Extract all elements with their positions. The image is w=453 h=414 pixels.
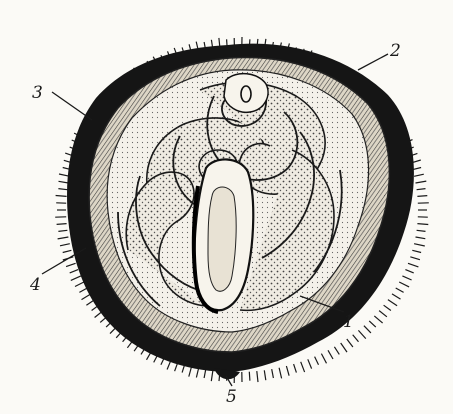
hair-stroke: [417, 189, 426, 190]
hair-stroke: [60, 244, 70, 246]
hair-stroke: [341, 343, 347, 352]
hair-stroke: [388, 300, 397, 306]
hair-stroke: [347, 339, 353, 347]
hair-stroke: [334, 347, 339, 355]
hair-stroke: [57, 224, 67, 225]
hair-stroke: [75, 282, 84, 287]
hair-stroke: [399, 282, 409, 287]
label-5: 5: [226, 387, 237, 407]
hair-stroke: [364, 326, 371, 333]
label-4: 4: [29, 275, 41, 295]
hair-stroke: [358, 330, 365, 338]
hair-stroke: [405, 270, 413, 273]
hair-stroke: [59, 181, 69, 183]
hair-stroke: [79, 288, 87, 292]
hair-stroke: [408, 263, 418, 267]
hair-stroke: [308, 359, 312, 368]
hair-stroke: [301, 362, 305, 372]
hair-stroke: [70, 270, 78, 273]
label-1: 1: [343, 312, 354, 332]
hair-stroke: [402, 276, 411, 280]
hair-stroke: [396, 288, 404, 292]
hair-stroke: [414, 174, 424, 176]
label-3: 3: [32, 83, 43, 103]
hair-stroke: [412, 250, 421, 252]
hair-stroke: [58, 237, 69, 239]
hair-stroke: [58, 189, 67, 190]
hair-stroke: [66, 263, 76, 266]
hair-stroke: [272, 369, 274, 378]
apical-region: [224, 74, 268, 113]
hair-stroke: [56, 196, 67, 197]
hair-stroke: [294, 364, 297, 373]
hair-stroke: [417, 224, 428, 225]
hair-stroke: [257, 371, 258, 382]
leader-line-3: [52, 92, 92, 120]
hair-stroke: [249, 372, 250, 381]
hair-stroke: [416, 237, 426, 239]
hair-stroke: [71, 276, 81, 281]
hair-stroke: [369, 321, 376, 327]
hair-stroke: [279, 368, 282, 379]
hair-stroke: [286, 366, 289, 376]
radicle-core: [208, 187, 236, 291]
hair-stroke: [417, 230, 426, 231]
hair-stroke: [384, 305, 391, 310]
hair-stroke: [204, 369, 206, 378]
label-2: 2: [389, 41, 401, 61]
hair-stroke: [414, 244, 425, 246]
hair-stroke: [321, 354, 326, 364]
hair-stroke: [374, 316, 382, 323]
hair-stroke: [58, 230, 67, 231]
hair-stroke: [417, 196, 427, 197]
hair-stroke: [211, 370, 213, 381]
hair-stroke: [392, 294, 401, 299]
hair-stroke: [315, 357, 319, 365]
hair-stroke: [379, 311, 387, 317]
hair-stroke: [353, 335, 359, 342]
hair-stroke: [416, 181, 427, 183]
hair-stroke: [264, 370, 266, 380]
hair-stroke: [328, 350, 333, 359]
hair-stroke: [410, 257, 420, 260]
leader-line-2: [358, 54, 388, 70]
hair-stroke: [63, 250, 72, 252]
